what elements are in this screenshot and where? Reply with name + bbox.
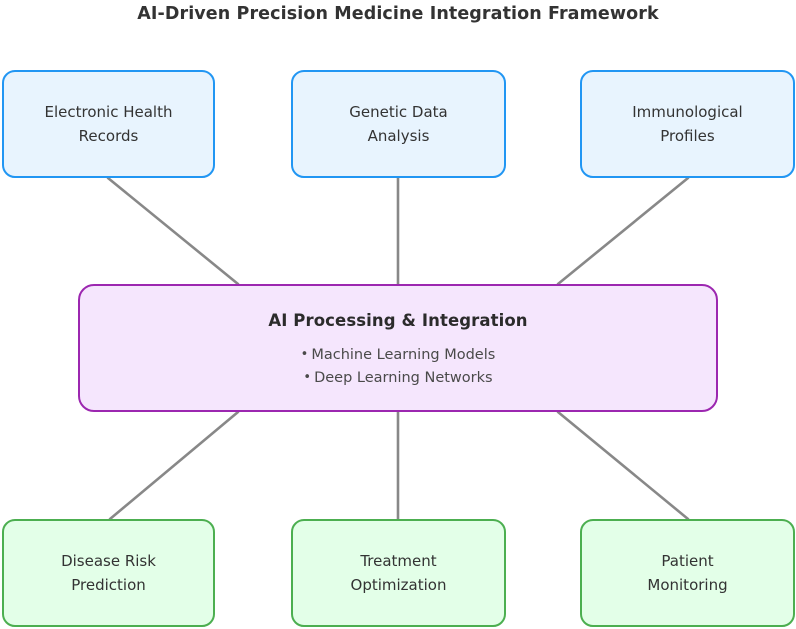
node-patient-monitoring[interactable]: Patient Monitoring	[580, 519, 795, 627]
core-node-bullet-1: •Machine Learning Models	[300, 346, 496, 363]
node-label-line-2: Prediction	[71, 576, 146, 594]
node-genetic-data-analysis[interactable]: Genetic Data Analysis	[291, 70, 506, 178]
core-bullet-text-1: Machine Learning Models	[311, 346, 496, 363]
node-electronic-health-records[interactable]: Electronic Health Records	[2, 70, 215, 178]
bullet-marker-icon: •	[300, 346, 309, 362]
node-label-line-2: Monitoring	[647, 576, 728, 594]
core-node-title: AI Processing & Integration	[268, 310, 528, 330]
page-title: AI-Driven Precision Medicine Integration…	[137, 4, 659, 24]
node-ai-processing-integration[interactable]: AI Processing & Integration •Machine Lea…	[78, 284, 718, 412]
node-disease-risk-prediction[interactable]: Disease Risk Prediction	[2, 519, 215, 627]
edge-ehr-to-core	[106, 176, 240, 286]
bullet-marker-icon: •	[303, 370, 312, 385]
core-bullet-text-2: Deep Learning Networks	[314, 370, 493, 386]
node-label-line-1: Disease Risk	[61, 551, 156, 570]
node-label-line-2: Records	[78, 127, 139, 145]
node-label-line-2: Profiles	[660, 127, 715, 145]
node-immunological-profiles[interactable]: Immunological Profiles	[580, 70, 795, 178]
node-label-line-1: Electronic Health	[44, 102, 173, 121]
edge-core-to-monitoring	[556, 410, 690, 521]
edge-core-to-risk	[108, 410, 240, 521]
node-label-line-1: Immunological	[632, 102, 743, 121]
node-label-line-2: Optimization	[350, 576, 447, 594]
node-label-line-1: Patient	[661, 551, 714, 570]
node-treatment-optimization[interactable]: Treatment Optimization	[291, 519, 506, 627]
node-label-line-1: Treatment	[360, 551, 437, 570]
edge-immuno-to-core	[556, 176, 690, 286]
node-label-line-2: Analysis	[367, 127, 430, 145]
node-label-line-1: Genetic Data	[349, 102, 448, 121]
core-node-bullet-2: •Deep Learning Networks	[303, 371, 492, 386]
